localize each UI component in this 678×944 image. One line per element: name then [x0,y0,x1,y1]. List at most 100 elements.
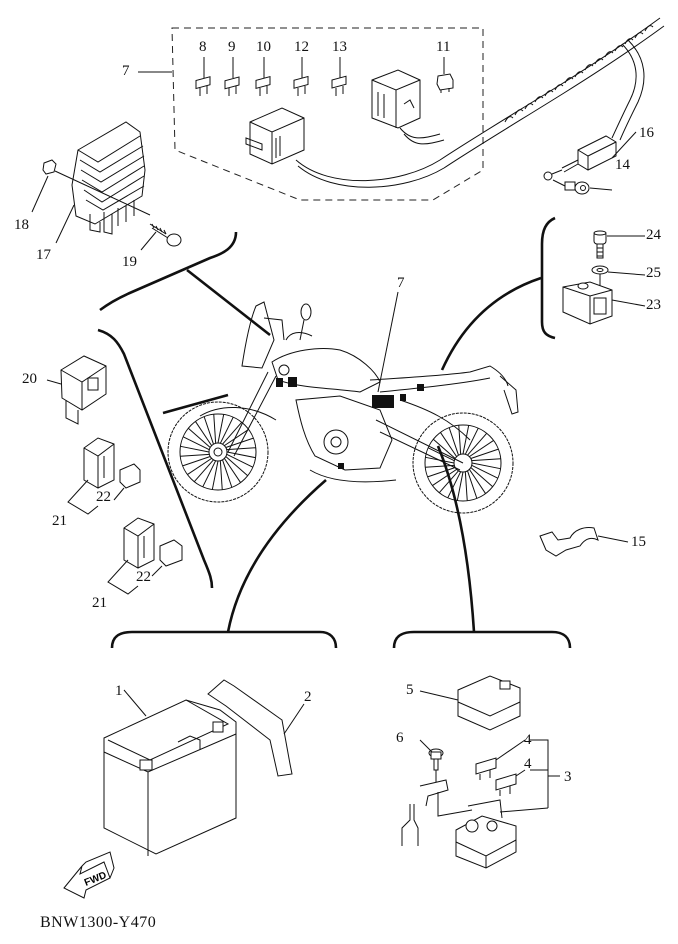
bracket-top-left [99,231,238,312]
wheel-spoke [226,447,256,451]
fuse-9[interactable] [224,57,240,96]
battery-1[interactable] [103,689,237,856]
relay-21-b[interactable] [107,517,155,595]
wheel-spoke [226,453,254,468]
wheel-spoke [195,421,213,446]
wheel-spoke [427,447,455,462]
callout-11[interactable]: 11 [436,39,451,55]
callout-15[interactable]: 15 [631,534,646,550]
callout-6[interactable]: 6 [396,730,404,746]
wheel-spoke [425,464,455,468]
callout-13[interactable]: 13 [332,39,347,55]
wheel-spoke [182,436,210,451]
callout-20[interactable]: 20 [22,371,37,387]
wheel-spoke [217,414,225,444]
wire-harness[interactable] [295,17,665,188]
bracket-right [540,216,556,340]
callout-7-bike[interactable]: 7 [397,275,405,291]
wheel-spoke [202,460,217,488]
battery-band-2[interactable] [207,679,305,777]
diagram-code: BNW1300-Y470 [40,914,157,931]
wheel-spoke [211,460,219,490]
rectifier-regulator-17[interactable] [55,121,146,244]
callout-23[interactable]: 23 [646,297,661,313]
clamp-15[interactable] [539,527,629,557]
fuse-4-a[interactable] [475,739,526,780]
fuse-box-sub[interactable] [371,69,421,129]
nut-18[interactable] [31,159,151,216]
starter-relay-3[interactable] [455,739,560,869]
spiral-wrap [504,25,654,123]
screw-14[interactable] [552,179,613,195]
wheel-spoke [219,460,223,490]
wheel-spoke [467,470,478,499]
wheel-spoke [471,458,501,462]
fuse-13[interactable] [331,57,347,96]
callout-3[interactable]: 3 [564,769,572,785]
wheel-spoke [462,425,470,455]
fuse-box-main[interactable] [245,107,305,165]
wheel-spoke [470,448,499,459]
callout-10[interactable]: 10 [256,39,271,55]
wheel-spoke [471,462,501,470]
wheel-spoke [180,453,210,457]
cover-22-a[interactable] [113,463,141,501]
ground-lead[interactable] [401,779,473,846]
wheel-spoke [203,416,214,445]
callout-8[interactable]: 8 [199,39,207,55]
motorcycle-illustration [167,291,519,514]
wheel-spoke [440,432,458,457]
callout-17[interactable]: 17 [36,247,51,263]
callout-12[interactable]: 12 [294,39,309,55]
leader-17-group [186,268,271,337]
wheel-spoke [447,471,462,499]
wheel-spoke [470,467,494,488]
callout-21-b[interactable]: 21 [92,595,107,611]
fuse-4-b[interactable] [495,769,526,796]
callout-22-a[interactable]: 22 [96,489,111,505]
socket-23[interactable] [562,281,646,325]
callout-4-b[interactable]: 4 [524,756,532,772]
cover-22-b[interactable] [151,539,183,577]
callout-16[interactable]: 16 [639,125,654,141]
lead-16[interactable] [543,131,637,181]
wheel-spoke [469,440,494,458]
fuse-8[interactable] [195,57,211,96]
flasher-relay-20[interactable] [46,355,107,425]
fuse-10[interactable] [255,57,271,96]
callout-19[interactable]: 19 [122,254,137,270]
callout-22-b[interactable]: 22 [136,569,151,585]
wheel-spoke [225,437,254,448]
wheel-spoke [432,438,456,459]
fuse-12[interactable] [293,57,309,96]
callout-24[interactable]: 24 [646,227,661,243]
callout-7[interactable]: 7 [122,63,130,79]
callout-21-a[interactable]: 21 [52,513,67,529]
callout-1[interactable]: 1 [115,683,123,699]
wheel-spoke [223,458,241,483]
wheel-spoke [464,471,468,501]
wheel-spoke [467,432,488,456]
wheel-spoke [187,427,211,448]
washer-25[interactable] [591,265,646,290]
wheel-spoke [464,427,479,455]
callout-25[interactable]: 25 [646,265,661,281]
leader-relay-group [162,393,229,415]
wheel-spoke [193,459,214,483]
callout-5[interactable]: 5 [406,682,414,698]
callout-9[interactable]: 9 [228,39,236,55]
wheel-spoke [471,464,499,479]
bracket-bottom-left [110,630,338,649]
relay-11[interactable] [436,57,454,93]
bolt-6[interactable] [419,739,444,782]
callout-2[interactable]: 2 [304,689,312,705]
wheel-spoke [224,429,249,447]
callout-4-a[interactable]: 4 [524,732,532,748]
screw-24[interactable] [593,230,645,259]
callout-18[interactable]: 18 [14,217,29,233]
callout-14[interactable]: 14 [615,157,630,173]
relay-cover-5[interactable] [419,675,521,731]
relay-21-a[interactable] [67,437,115,515]
bolt-19[interactable] [140,223,182,251]
